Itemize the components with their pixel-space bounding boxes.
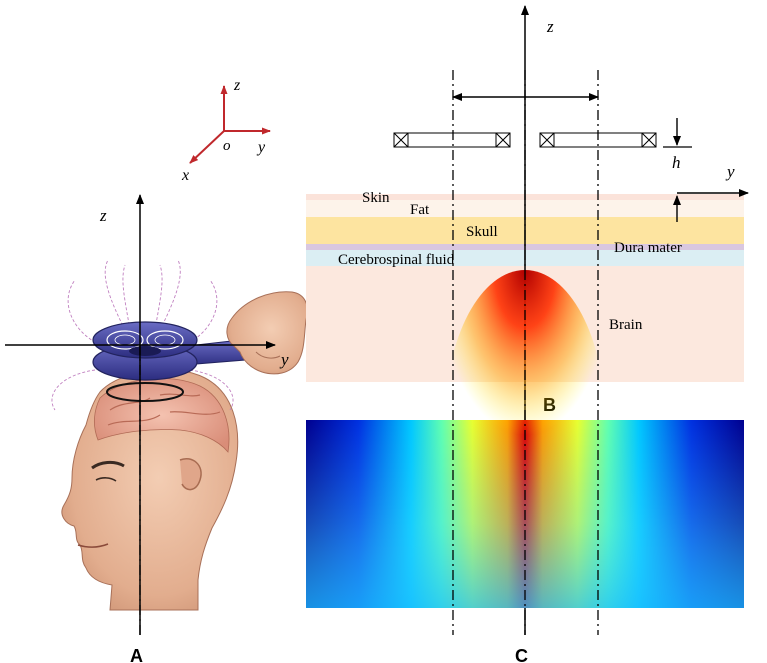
frame-label-origin: o	[223, 138, 231, 154]
panel-label-c: C	[515, 646, 528, 663]
axis-label-y-b: y	[725, 162, 735, 181]
panel-label-a: A	[130, 646, 143, 663]
frame-label-y: y	[256, 139, 266, 156]
layer-label-dura: Dura mater	[614, 240, 682, 256]
frame-label-z: z	[233, 77, 241, 94]
magnetic-field-lines	[51, 259, 234, 411]
layer-label-skull: Skull	[466, 224, 498, 240]
induced-current-loop	[106, 382, 184, 402]
panel-a: z y z y x o A	[5, 77, 308, 663]
coordinate-frame: z y x o	[181, 77, 271, 184]
layer-label-fat: Fat	[410, 202, 430, 218]
layer-label-skin: Skin	[362, 190, 390, 206]
hand-illustration	[226, 291, 308, 375]
axis-label-z-b: z	[546, 17, 554, 36]
height-indicator: h	[663, 118, 692, 222]
head-illustration	[61, 369, 239, 611]
axis-label-z-a: z	[99, 206, 107, 225]
frame-label-x: x	[181, 167, 189, 184]
height-label-h: h	[672, 153, 681, 172]
tms-coil	[92, 321, 246, 381]
layer-label-csf: Cerebrospinal fluid	[338, 252, 455, 268]
layer-label-brain: Brain	[609, 317, 643, 333]
axis-label-y-a: y	[279, 350, 289, 369]
